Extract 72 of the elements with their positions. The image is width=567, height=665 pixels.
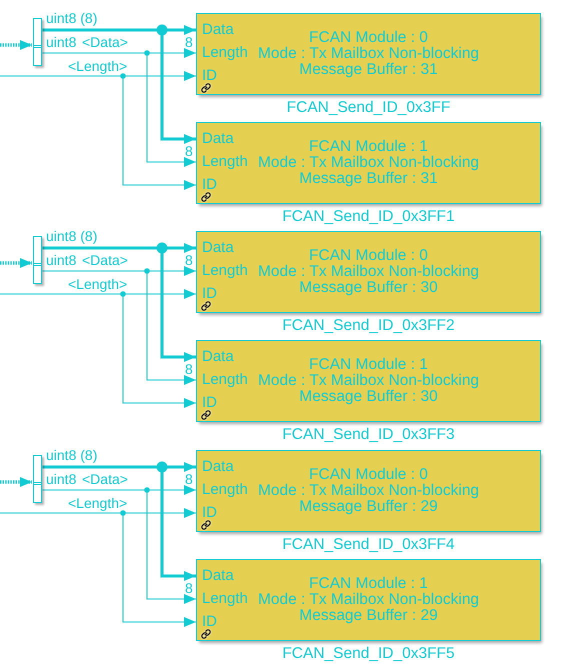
port-label: Data (202, 23, 234, 37)
signal-name-label: <Data> (82, 472, 128, 487)
subsystem-block (197, 232, 540, 312)
port-label: Data (202, 460, 234, 474)
signal-name-label: <Data> (82, 35, 128, 50)
bus-signal-arrow (0, 477, 32, 487)
signal-width-label: 8 (185, 582, 193, 594)
data-type-label: uint8 (46, 253, 76, 268)
port-label: Length (202, 264, 248, 278)
port-label: ID (202, 287, 217, 301)
data-type-label: uint8 (8) (46, 448, 98, 463)
parameter-text: Message Buffer : 30 (299, 280, 438, 296)
parameter-text: Mode : Tx Mailbox Non-blocking (258, 46, 480, 62)
signal-width-label: 8 (185, 36, 193, 48)
parameter-text: Mode : Tx Mailbox Non-blocking (258, 483, 480, 499)
signal-name-label: <Length> (68, 59, 128, 74)
signal-name-label: <Length> (68, 496, 128, 511)
subsystem-block (197, 451, 540, 531)
parameter-text: Mode : Tx Mailbox Non-blocking (258, 373, 480, 389)
subsystem-block (197, 14, 540, 94)
port-label: ID (202, 69, 217, 83)
parameter-text: FCAN Module : 1 (309, 357, 428, 373)
block-name-label: FCAN_Send_ID_0x3FF1 (282, 209, 455, 225)
parameter-text: Mode : Tx Mailbox Non-blocking (258, 592, 480, 608)
block-name-label: FCAN_Send_ID_0x3FF4 (282, 537, 455, 553)
subsystem-block (197, 341, 540, 421)
bus-selector-bar (33, 236, 42, 284)
port-label: Length (202, 155, 248, 169)
block-name-label: FCAN_Send_ID_0x3FF3 (282, 427, 455, 443)
signal-width-label: 8 (185, 363, 193, 375)
parameter-text: Message Buffer : 30 (299, 389, 438, 405)
port-label: ID (202, 506, 217, 520)
port-label: Length (202, 592, 248, 606)
parameter-text: Message Buffer : 31 (299, 62, 438, 78)
parameter-text: FCAN Module : 1 (309, 139, 428, 155)
port-label: ID (202, 615, 217, 629)
parameter-text: FCAN Module : 1 (309, 576, 428, 592)
bus-selector-bar (33, 455, 42, 503)
data-type-label: uint8 (46, 472, 76, 487)
subsystem-block (197, 560, 540, 640)
port-label: Data (202, 350, 234, 364)
parameter-text: FCAN Module : 0 (309, 30, 428, 46)
parameter-text: Message Buffer : 29 (299, 608, 438, 624)
port-label: Data (202, 241, 234, 255)
data-type-label: uint8 (8) (46, 11, 98, 26)
parameter-text: Message Buffer : 29 (299, 499, 438, 515)
block-name-label: FCAN_Send_ID_0x3FF5 (282, 646, 455, 662)
signal-width-label: 8 (185, 145, 193, 157)
port-label: Length (202, 483, 248, 497)
port-label: Data (202, 569, 234, 583)
data-type-label: uint8 (8) (46, 229, 98, 244)
port-label: Length (202, 373, 248, 387)
signal-width-label: 8 (185, 254, 193, 266)
signal-name-label: <Length> (68, 277, 128, 292)
subsystem-block (197, 123, 540, 203)
bus-signal-arrow (0, 40, 32, 50)
parameter-text: FCAN Module : 0 (309, 467, 428, 483)
port-label: ID (202, 178, 217, 192)
parameter-text: Mode : Tx Mailbox Non-blocking (258, 155, 480, 171)
block-name-label: FCAN_Send_ID_0x3FF (286, 100, 450, 116)
parameter-text: Mode : Tx Mailbox Non-blocking (258, 264, 480, 280)
port-label: Length (202, 46, 248, 60)
data-type-label: uint8 (46, 35, 76, 50)
bus-signal-arrow (0, 258, 32, 268)
bus-selector-bar (33, 18, 42, 66)
port-label: ID (202, 396, 217, 410)
block-name-label: FCAN_Send_ID_0x3FF2 (282, 318, 455, 334)
parameter-text: FCAN Module : 0 (309, 248, 428, 264)
signal-width-label: 8 (185, 473, 193, 485)
signal-name-label: <Data> (82, 253, 128, 268)
parameter-text: Message Buffer : 31 (299, 171, 438, 187)
port-label: Data (202, 132, 234, 146)
